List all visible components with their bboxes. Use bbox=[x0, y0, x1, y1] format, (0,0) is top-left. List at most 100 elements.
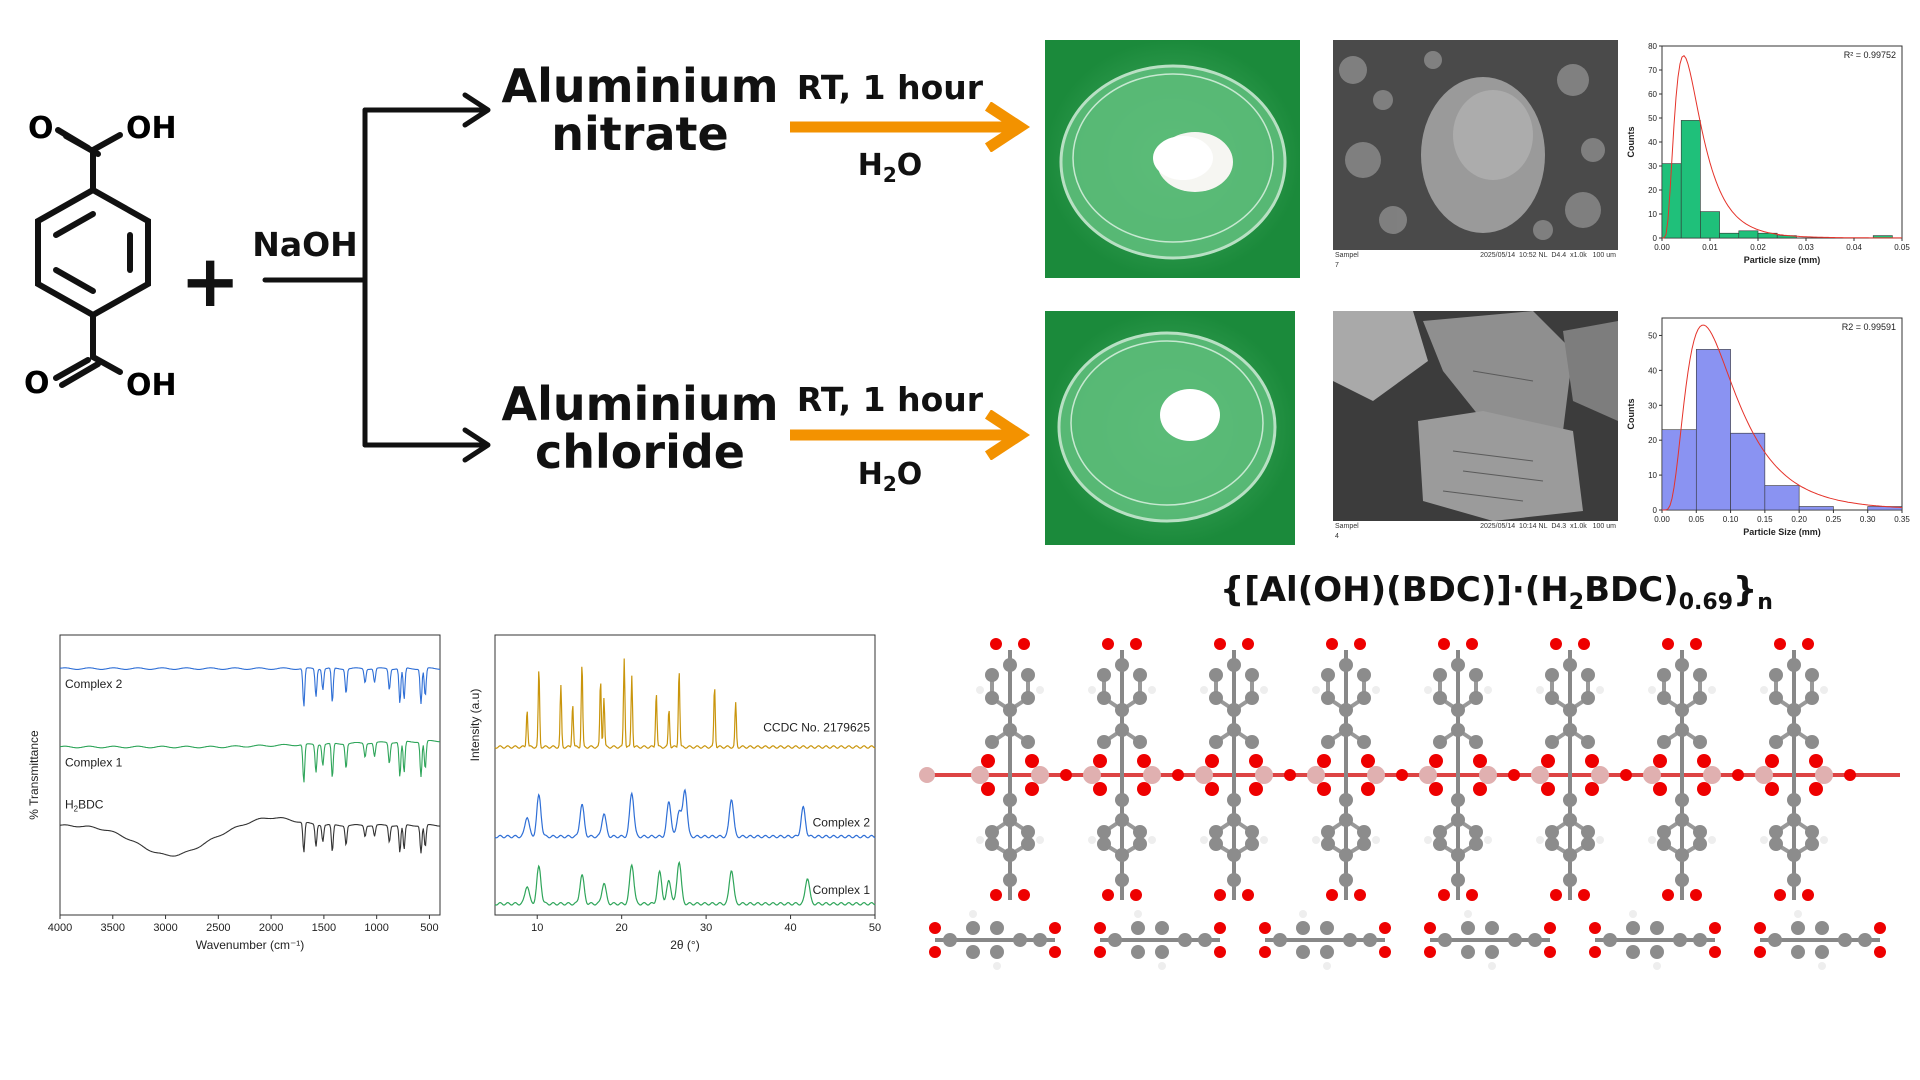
atom bbox=[1774, 638, 1786, 650]
sem-image-chloride: Sampel 2025/05/14 10:14 NL D4.3 x1.0k 10… bbox=[1333, 311, 1618, 543]
y-axis-label: Counts bbox=[1626, 127, 1636, 158]
atom bbox=[1581, 668, 1595, 682]
atom bbox=[1031, 766, 1049, 784]
oxygen-label: O bbox=[24, 366, 50, 401]
atom bbox=[1155, 921, 1169, 935]
atom bbox=[1544, 922, 1556, 934]
atom bbox=[1018, 638, 1030, 650]
atom bbox=[1874, 922, 1886, 934]
sem-caption: Sampel 2025/05/14 10:14 NL D4.3 x1.0k 10… bbox=[1335, 523, 1616, 530]
atom bbox=[1049, 946, 1061, 958]
atom bbox=[1115, 658, 1129, 672]
atom bbox=[969, 910, 977, 918]
atom bbox=[1108, 933, 1122, 947]
x-tick-label: 30 bbox=[700, 922, 712, 934]
x-tick-label: 1500 bbox=[312, 922, 336, 934]
atom bbox=[1629, 910, 1637, 918]
atom bbox=[1133, 691, 1147, 705]
atom bbox=[1550, 638, 1562, 650]
atom bbox=[1703, 766, 1721, 784]
atom bbox=[1339, 873, 1353, 887]
atom bbox=[1102, 638, 1114, 650]
x-tick-label: 0.20 bbox=[1791, 515, 1807, 524]
atom bbox=[1550, 889, 1562, 901]
atom bbox=[1361, 754, 1375, 768]
atom bbox=[1508, 769, 1520, 781]
formula-subscript: n bbox=[1757, 589, 1773, 615]
atom bbox=[1662, 638, 1674, 650]
atom bbox=[1200, 836, 1208, 844]
formula-part: BDC) bbox=[1584, 570, 1679, 610]
atom bbox=[1809, 754, 1823, 768]
terephthalic-acid-structure: O OH O OH bbox=[24, 111, 177, 403]
atom bbox=[1021, 735, 1035, 749]
atom bbox=[1451, 813, 1465, 827]
y-tick-label: 20 bbox=[1648, 186, 1657, 195]
atom bbox=[1097, 825, 1111, 839]
solvent-top: H2O bbox=[775, 148, 1005, 187]
orange-arrow-bottom bbox=[790, 410, 1031, 460]
atom bbox=[1013, 933, 1027, 947]
atom bbox=[1675, 723, 1689, 737]
series-label: Complex 2 bbox=[65, 677, 123, 691]
atom bbox=[1469, 668, 1483, 682]
atom bbox=[1097, 837, 1111, 851]
atom bbox=[1003, 813, 1017, 827]
solvent-o: O bbox=[896, 148, 923, 183]
sem-magnification: x1.0k bbox=[1570, 523, 1587, 530]
atom bbox=[1820, 836, 1828, 844]
atom bbox=[1133, 837, 1147, 851]
sem-time: 10:52 bbox=[1519, 252, 1537, 259]
atom bbox=[1133, 668, 1147, 682]
atom bbox=[1137, 782, 1151, 796]
sem-wd: D4.4 bbox=[1551, 252, 1567, 259]
atom bbox=[990, 945, 1004, 959]
atom bbox=[1088, 836, 1096, 844]
hydroxyl-label: OH bbox=[126, 368, 177, 403]
y-tick-label: 0 bbox=[1653, 234, 1658, 243]
formula-part: {[Al(OH)(BDC)]·(H bbox=[1220, 570, 1569, 610]
atom bbox=[1690, 889, 1702, 901]
atom bbox=[1485, 945, 1499, 959]
x-tick-label: 3000 bbox=[153, 922, 177, 934]
histogram-bar bbox=[1738, 230, 1759, 239]
atom bbox=[1036, 686, 1044, 694]
atom bbox=[1805, 668, 1819, 682]
x-tick-label: 3500 bbox=[101, 922, 125, 934]
atom bbox=[1021, 837, 1035, 851]
series-label: CCDC No. 2179625 bbox=[763, 720, 870, 734]
atom bbox=[1148, 836, 1156, 844]
atom bbox=[1339, 848, 1353, 862]
atom bbox=[1424, 836, 1432, 844]
ftir-series-line bbox=[59, 817, 441, 857]
series-label: Complex 1 bbox=[813, 883, 871, 897]
fit-curve bbox=[1662, 324, 1903, 511]
atom bbox=[1115, 848, 1129, 862]
atom bbox=[1339, 813, 1353, 827]
atom bbox=[1769, 825, 1783, 839]
atom bbox=[1326, 889, 1338, 901]
formula-subscript: 0.69 bbox=[1678, 589, 1733, 615]
atom bbox=[1227, 873, 1241, 887]
atom bbox=[1003, 873, 1017, 887]
x-tick-label: 0.00 bbox=[1654, 515, 1670, 524]
atom bbox=[1603, 933, 1617, 947]
atom bbox=[1693, 691, 1707, 705]
atom bbox=[1036, 836, 1044, 844]
atom bbox=[1339, 658, 1353, 672]
sem-micrograph bbox=[1333, 311, 1618, 521]
x-tick-label: 0.01 bbox=[1702, 243, 1718, 252]
atom bbox=[1093, 782, 1107, 796]
x-tick-label: 2000 bbox=[259, 922, 283, 934]
atom bbox=[1805, 837, 1819, 851]
atom bbox=[990, 921, 1004, 935]
x-tick-label: 0.02 bbox=[1750, 243, 1766, 252]
x-tick-label: 40 bbox=[784, 922, 796, 934]
atom bbox=[1697, 782, 1711, 796]
atom bbox=[971, 766, 989, 784]
x-tick-label: 0.35 bbox=[1894, 515, 1910, 524]
atom bbox=[1536, 836, 1544, 844]
atom bbox=[1650, 921, 1664, 935]
y-tick-label: 40 bbox=[1648, 366, 1657, 375]
